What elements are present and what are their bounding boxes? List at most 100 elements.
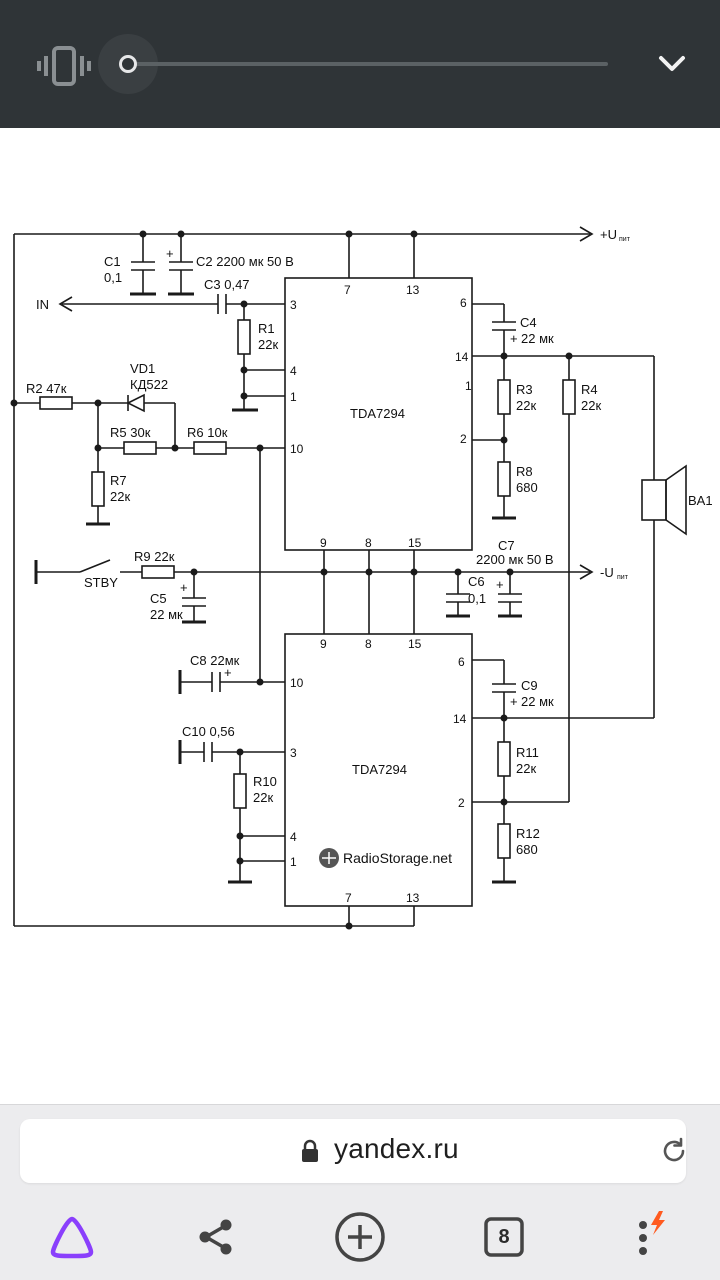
volume-slider-track[interactable]	[128, 62, 608, 66]
r3-label: R3	[516, 382, 533, 397]
chip-lower-body	[284, 633, 473, 907]
c2-label: C2 2200 мк 50 В	[196, 254, 294, 269]
share-icon[interactable]	[171, 1195, 261, 1279]
r10-value: 22к	[253, 790, 273, 805]
pin-label: 9	[320, 536, 327, 550]
pin-label: 7	[344, 283, 351, 297]
c5-plus: +	[180, 580, 188, 595]
vd1-label: VD1	[130, 361, 155, 376]
pin-label: 7	[345, 891, 352, 905]
pin-label: 2	[458, 796, 465, 810]
r4-value: 22к	[581, 398, 601, 413]
pin-label: 4	[290, 830, 297, 844]
vplus-sub: пит	[619, 236, 631, 243]
c6-label: C6	[468, 574, 485, 589]
circuit-schematic: TDA7294 TDA7294 C1 0,1 C2 2200 мк 50 В C…	[10, 226, 713, 930]
r6-label: R6 10к	[187, 425, 228, 440]
chip-lower-label: TDA7294	[352, 762, 407, 777]
watermark-text: RadioStorage.net	[343, 850, 452, 866]
r7-label: R7	[110, 473, 127, 488]
pin-label: 3	[290, 298, 297, 312]
c4-value: 22 мк	[521, 331, 554, 346]
pin-label: 8	[365, 637, 372, 651]
c3-label: C3 0,47	[204, 277, 250, 292]
r1-label: R1	[258, 321, 275, 336]
address-bar[interactable]: yandex.ru	[20, 1119, 686, 1183]
r12-label: R12	[516, 826, 540, 841]
c7-plus: +	[496, 577, 504, 592]
vminus-sub: пит	[617, 574, 629, 581]
pin-label: 13	[406, 891, 420, 905]
pin-label: 1	[290, 390, 297, 404]
pin-label: 15	[408, 637, 422, 651]
pin-label: 1	[465, 379, 472, 393]
watermark-logo	[319, 848, 339, 868]
lock-icon	[300, 1139, 320, 1163]
bottom-nav: 8	[0, 1195, 720, 1279]
c7-label: C7	[498, 538, 515, 553]
page-content: TDA7294 TDA7294 C1 0,1 C2 2200 мк 50 В C…	[0, 128, 720, 1104]
r1-value: 22к	[258, 337, 278, 352]
c5-value: 22 мк	[150, 607, 183, 622]
in-label: IN	[36, 297, 49, 312]
alice-icon[interactable]	[27, 1195, 117, 1279]
vplus-label: +U	[600, 227, 617, 242]
media-control-bar	[0, 0, 720, 128]
more-vert-icon[interactable]	[603, 1195, 693, 1279]
r8-value: 680	[516, 480, 538, 495]
c10-label: C10 0,56	[182, 724, 235, 739]
ba1-label: BA1	[688, 493, 713, 508]
vibrate-icon[interactable]	[34, 42, 94, 90]
c9-label: C9	[521, 678, 538, 693]
c7-value: 2200 мк 50 В	[476, 552, 554, 567]
c5-label: C5	[150, 591, 167, 606]
r4-label: R4	[581, 382, 598, 397]
pin-label: 10	[290, 442, 304, 456]
pin-label: 6	[460, 296, 467, 310]
pin-label: 6	[458, 655, 465, 669]
r2-label: R2 47к	[26, 381, 67, 396]
stby-label: STBY	[84, 575, 118, 590]
r11-label: R11	[516, 745, 539, 760]
c4-plus: +	[510, 331, 518, 346]
c8-plus: +	[224, 665, 232, 680]
pin-label: 14	[453, 712, 467, 726]
pin-label: 3	[290, 746, 297, 760]
pin-label: 1	[290, 855, 297, 869]
chip-upper-label: TDA7294	[350, 406, 405, 421]
r9-label: R9 22к	[134, 549, 175, 564]
r12-value: 680	[516, 842, 538, 857]
tabs-icon[interactable]: 8	[459, 1195, 549, 1279]
tab-count-badge: 8	[498, 1225, 510, 1248]
volume-slider-thumb[interactable]	[119, 55, 137, 73]
c6-value: 0,1	[468, 591, 486, 606]
url-text: yandex.ru	[334, 1133, 459, 1164]
pin-label: 10	[290, 676, 304, 690]
r5-label: R5 30к	[110, 425, 151, 440]
r10-label: R10	[253, 774, 277, 789]
pin-label: 9	[320, 637, 327, 651]
vminus-label: -U	[600, 565, 614, 580]
r3-value: 22к	[516, 398, 536, 413]
r11-value: 22к	[516, 761, 536, 776]
chip-upper-body	[284, 277, 473, 551]
r7-value: 22к	[110, 489, 130, 504]
vd1-value: КД522	[130, 377, 168, 392]
pin-label: 4	[290, 364, 297, 378]
chevron-down-icon[interactable]	[650, 48, 694, 82]
browser-toolbar: yandex.ru	[0, 1104, 720, 1280]
c4-label: C4	[520, 315, 537, 330]
pin-label: 2	[460, 432, 467, 446]
c8-label: C8 22мк	[190, 653, 240, 668]
plus-circle-icon[interactable]	[315, 1195, 405, 1279]
c9-plus: +	[510, 694, 518, 709]
c1-label: C1	[104, 254, 121, 269]
pin-label: 8	[365, 536, 372, 550]
pin-label: 13	[406, 283, 420, 297]
reload-icon[interactable]	[658, 1135, 690, 1167]
c2-plus: +	[166, 246, 174, 261]
pin-label: 15	[408, 536, 422, 550]
r8-label: R8	[516, 464, 533, 479]
c9-value: 22 мк	[521, 694, 554, 709]
pin-label: 14	[455, 350, 469, 364]
